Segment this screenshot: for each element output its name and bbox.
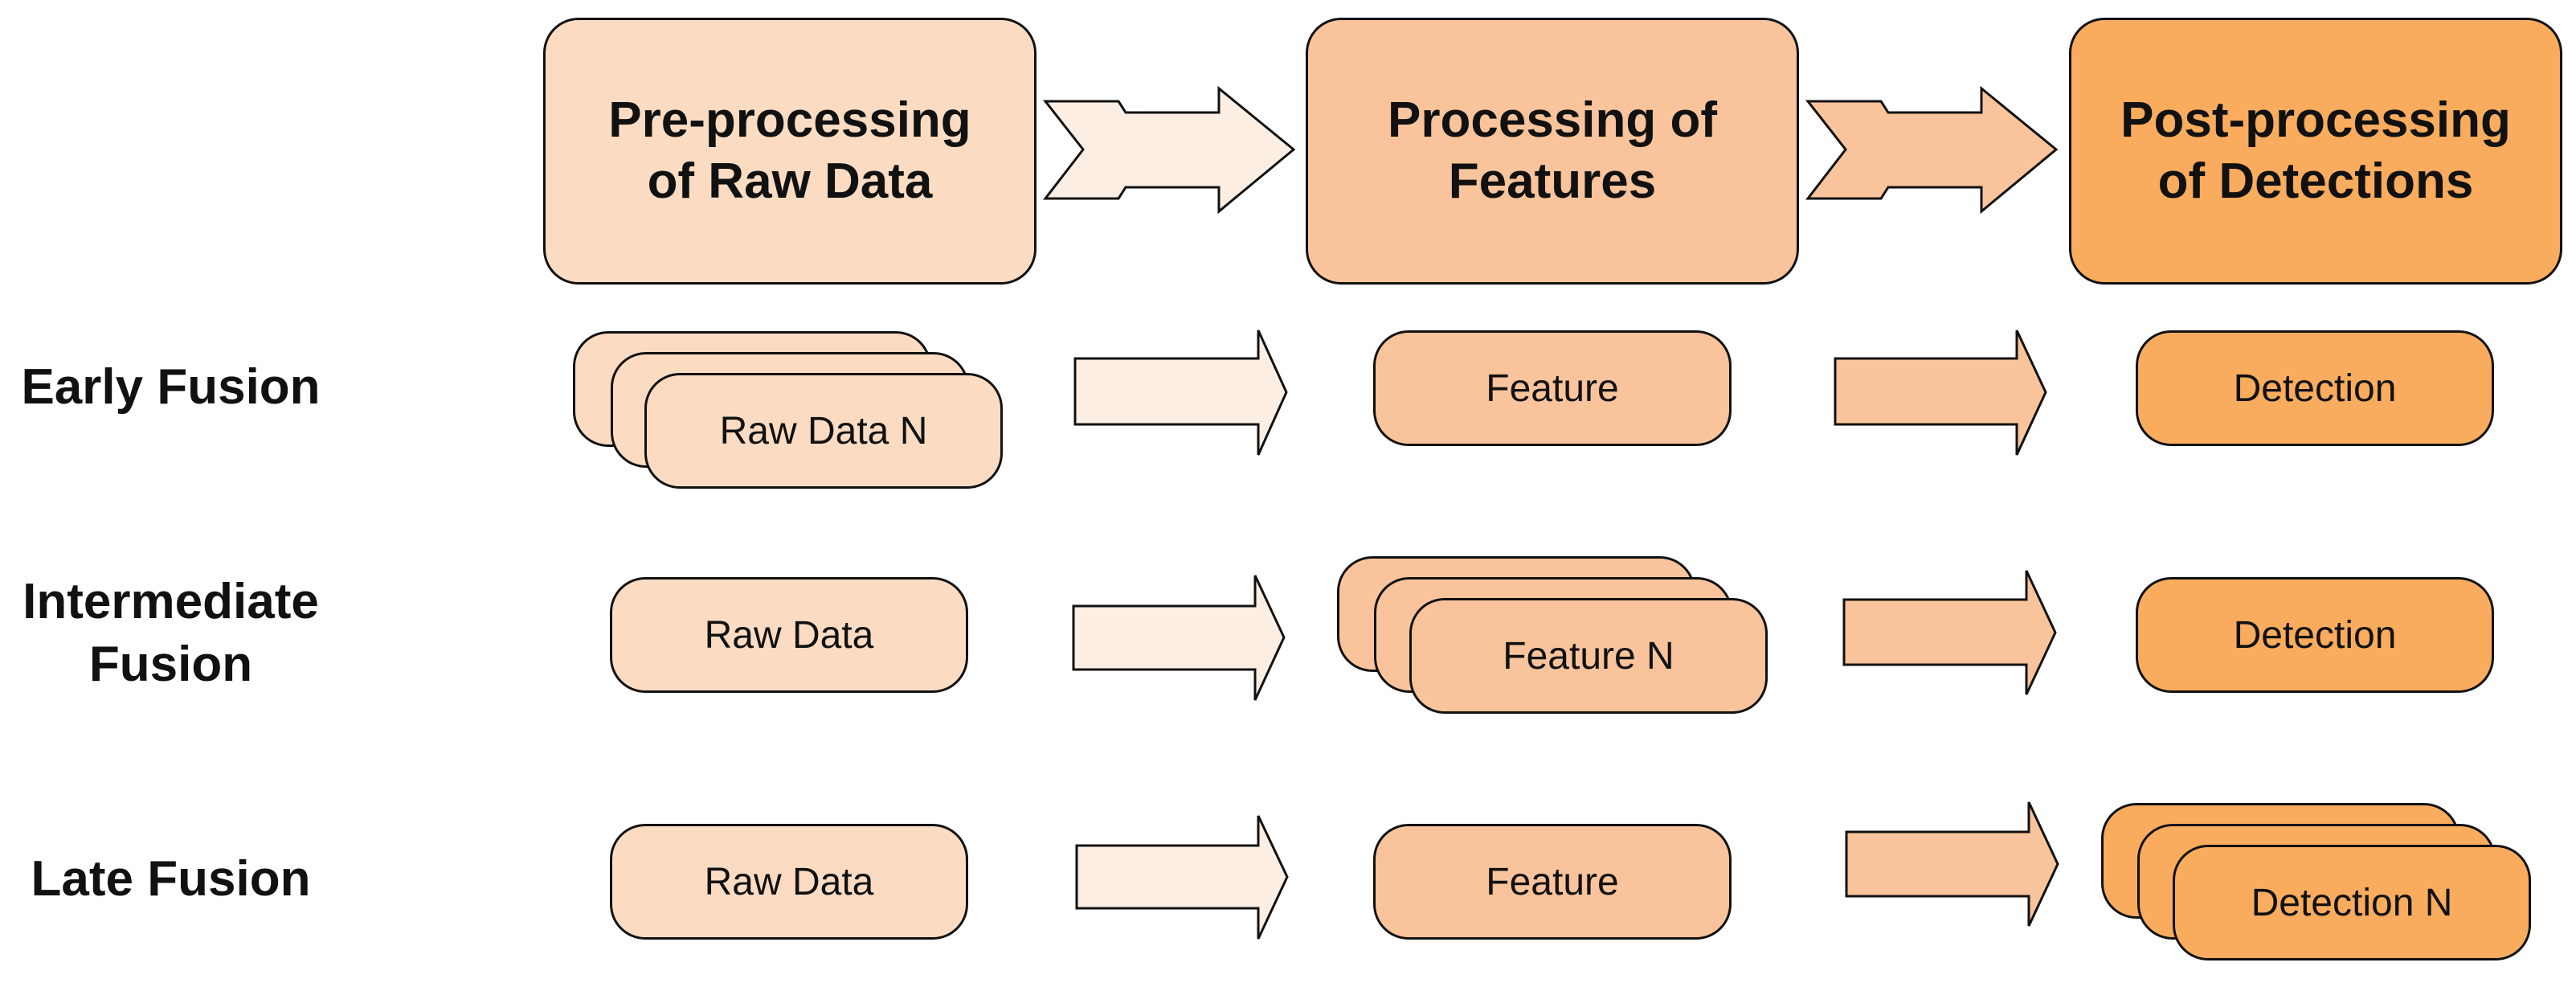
- late-arrow-2-icon: [1845, 801, 2059, 927]
- feature-n-box-intermediate: Feature N: [1409, 598, 1768, 714]
- feature-box-late: Feature: [1373, 824, 1732, 940]
- raw-data-box-late: Raw Data: [610, 824, 968, 940]
- row-label-late-fusion: Late Fusion: [31, 851, 311, 907]
- detection-box-early: Detection: [2136, 330, 2494, 446]
- intermediate-arrow-1-icon: [1072, 575, 1286, 701]
- header-processing: Processing of Features: [1306, 18, 1799, 285]
- header-postprocessing: Post-processing of Detections: [2069, 18, 2562, 285]
- feature-box-early: Feature: [1373, 330, 1732, 446]
- header-arrow-1-icon: [1042, 85, 1296, 215]
- early-arrow-2-icon: [1834, 330, 2047, 456]
- detection-n-box-late: Detection N: [2173, 845, 2531, 960]
- header-arrow-2-icon: [1805, 85, 2059, 215]
- row-label-intermediate-fusion: Intermediate Fusion: [22, 574, 319, 693]
- raw-data-n-box-early: Raw Data N: [644, 373, 1003, 489]
- raw-data-box-intermediate: Raw Data: [610, 577, 968, 693]
- intermediate-arrow-2-icon: [1842, 570, 2057, 695]
- row-label-early-fusion: Early Fusion: [21, 359, 321, 415]
- detection-box-intermediate: Detection: [2136, 577, 2494, 693]
- header-preprocessing: Pre-processing of Raw Data: [543, 18, 1037, 285]
- late-arrow-1-icon: [1075, 815, 1289, 940]
- early-arrow-1-icon: [1073, 330, 1288, 456]
